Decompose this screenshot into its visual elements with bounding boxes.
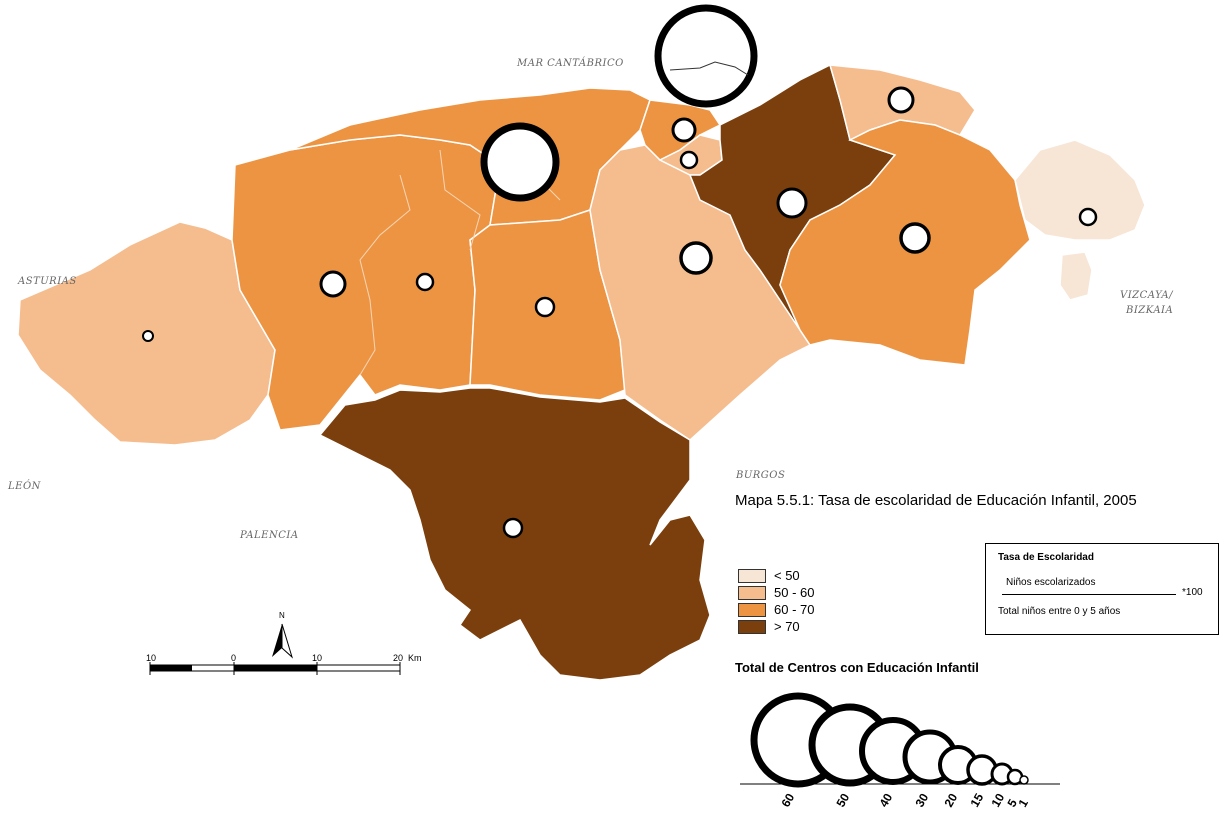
- north-label: N: [279, 611, 285, 620]
- formula-fraction-line: [1002, 594, 1176, 595]
- map-circle: [1078, 207, 1098, 227]
- map-circle: [415, 272, 435, 292]
- legend-item-50-60: 50 - 60: [738, 584, 814, 601]
- legend-swatch: [738, 602, 766, 617]
- scale-unit: Km: [408, 653, 422, 663]
- legend-item-lt50: < 50: [738, 567, 814, 584]
- label-asturias: ASTURIAS: [17, 276, 77, 287]
- north-arrow-icon: N: [272, 611, 293, 659]
- legend-label: > 70: [774, 619, 800, 634]
- legend-label: 50 - 60: [774, 585, 815, 600]
- formula-title: Tasa de Escolaridad: [998, 552, 1094, 563]
- map-circle: [534, 296, 556, 318]
- map-circle: [671, 117, 697, 143]
- label-sea: MAR CANTÁBRICO: [516, 57, 624, 69]
- map-circle: [480, 122, 560, 202]
- scale-label-2: 10: [312, 653, 322, 663]
- rate-legend: < 50 50 - 60 60 - 70 > 70: [738, 567, 814, 635]
- circle-size-legend: [740, 692, 1060, 788]
- scale-bar: 10 0 10 20 Km: [146, 653, 422, 675]
- map-circle: [654, 4, 758, 108]
- legend-swatch: [738, 619, 766, 634]
- scale-label-0: 10: [146, 653, 156, 663]
- circle-legend-label: 60: [778, 791, 797, 810]
- map-circle: [899, 222, 931, 254]
- map-circle: [142, 330, 154, 342]
- label-vizcaya-1: VIZCAYA/: [1120, 290, 1174, 301]
- legend-swatch: [738, 568, 766, 583]
- legend-swatch: [738, 585, 766, 600]
- map-circles: [142, 4, 1098, 539]
- scale-label-3: 20: [393, 653, 403, 663]
- map-circle: [319, 270, 347, 298]
- zone-fareast: [1014, 139, 1146, 241]
- circle-legend-label: 50: [833, 791, 852, 810]
- label-burgos: BURGOS: [735, 470, 785, 481]
- coastline-detail: [669, 61, 749, 76]
- circle-legend-label: 15: [967, 791, 986, 810]
- legend-circle: [1019, 775, 1029, 785]
- centros-title: Total de Centros con Educación Infantil: [735, 660, 979, 675]
- circle-legend-label: 1: [1015, 796, 1031, 809]
- legend-label: 60 - 70: [774, 602, 815, 617]
- formula-denominator: Total niños entre 0 y 5 años: [998, 606, 1121, 617]
- formula-numerator: Niños escolarizados: [1006, 577, 1096, 588]
- map-circle: [776, 187, 808, 219]
- legend-item-60-70: 60 - 70: [738, 601, 814, 618]
- circle-legend-label: 40: [876, 791, 895, 810]
- label-vizcaya-2: BIZKAIA: [1125, 305, 1173, 316]
- legend-item-gt70: > 70: [738, 618, 814, 635]
- map-circle: [679, 241, 713, 275]
- map-circle: [679, 150, 699, 170]
- circle-legend-label: 10: [988, 791, 1007, 810]
- circle-legend-label: 30: [912, 791, 931, 810]
- map-circle: [502, 517, 524, 539]
- formula-box: Tasa de Escolaridad Niños escolarizados …: [985, 543, 1219, 635]
- zone-fareast-islet: [1059, 251, 1093, 301]
- map-title: Mapa 5.5.1: Tasa de escolaridad de Educa…: [735, 492, 1137, 509]
- legend-label: < 50: [774, 568, 800, 583]
- circle-legend-labels: 60 50 40 30 20 15 10 5 1: [778, 791, 1031, 810]
- formula-multiplier: *100: [1182, 587, 1203, 598]
- scale-label-1: 0: [231, 653, 236, 663]
- map-circle: [887, 86, 915, 114]
- label-palencia: PALENCIA: [239, 530, 299, 541]
- circle-legend-label: 20: [941, 791, 960, 810]
- label-leon: LEÓN: [7, 480, 42, 492]
